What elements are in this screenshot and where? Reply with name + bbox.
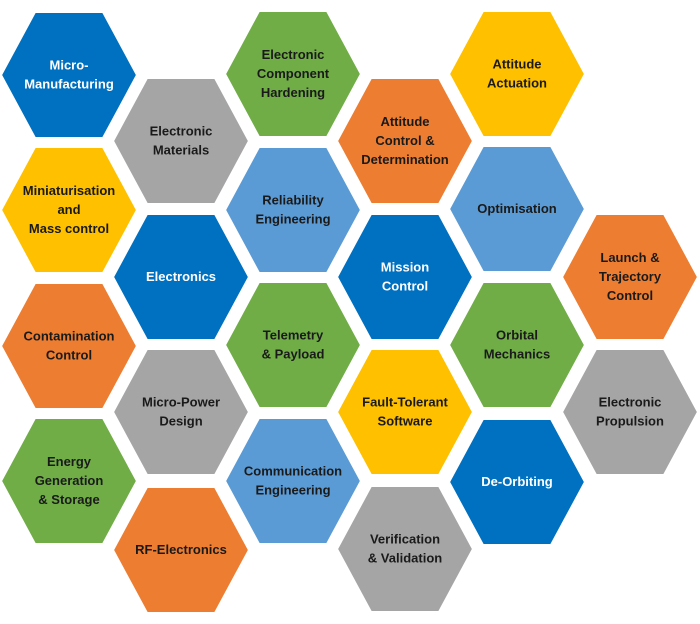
hexagon-optimisation: Optimisation xyxy=(447,145,587,273)
hexagon-label-line: Software xyxy=(378,414,433,429)
hexagon-label-line: Electronic xyxy=(150,124,213,139)
hexagon-shape xyxy=(0,282,139,410)
hexagon-shape xyxy=(447,418,587,546)
hexagon-shape xyxy=(335,348,475,476)
hexagon-label-line: & Validation xyxy=(368,551,442,566)
hexagon-label-line: Mechanics xyxy=(484,347,550,362)
hexagon-label-line: RF-Electronics xyxy=(135,542,227,557)
hexagon-shape xyxy=(223,281,363,409)
hexagon-label-line: Communication xyxy=(244,464,342,479)
hexagon-label-line: Actuation xyxy=(487,76,547,91)
hexagon-shape xyxy=(335,77,475,205)
hexagon-label-line: Mission xyxy=(381,260,429,275)
hexagon-label-line: Attitude xyxy=(380,114,429,129)
hexagon-telemetry-payload: Telemetry & Payload xyxy=(223,281,363,409)
hexagon-label-line: Determination xyxy=(361,152,448,167)
hexagon-label-line: De-Orbiting xyxy=(481,474,553,489)
hexagon-shape xyxy=(223,10,363,138)
hexagon-shape xyxy=(223,417,363,545)
hexagon-label-line: Manufacturing xyxy=(24,77,114,92)
hexagon-shape xyxy=(447,10,587,138)
hexagon-label-line: Electronic xyxy=(599,395,662,410)
hexagon-label-line: Materials xyxy=(153,143,209,158)
hexagon-label-line: and xyxy=(57,202,80,217)
hexagon-label-line: Hardening xyxy=(261,85,325,100)
hexagon-label-line: & Payload xyxy=(262,347,325,362)
hexagon-label-line: Miniaturisation xyxy=(23,183,116,198)
hexagon-shape xyxy=(0,11,139,139)
hexagon-label-line: Propulsion xyxy=(596,414,664,429)
hexagon-label-line: Micro-Power xyxy=(142,395,220,410)
hexagon-label-line: Control xyxy=(46,348,92,363)
hexagon-label-line: Optimisation xyxy=(477,201,557,216)
hexagon-shape xyxy=(335,213,475,341)
hexagon-de-orbiting: De-Orbiting xyxy=(447,418,587,546)
hexagon-label-line: Generation xyxy=(35,473,104,488)
hexagon-label-line: Trajectory xyxy=(599,269,662,284)
hexagon-label-line: Fault-Tolerant xyxy=(362,395,448,410)
hexagon-shape xyxy=(111,486,251,614)
hexagon-label-line: Telemetry xyxy=(263,328,324,343)
hexagon-shape xyxy=(560,348,700,476)
hexagon-label-line: Attitude xyxy=(492,57,541,72)
hexagon-shape xyxy=(111,77,251,205)
hexagon-label-line: Control xyxy=(607,288,653,303)
hexagon-label-line: Energy xyxy=(47,454,92,469)
hexagon-label-line: Control & xyxy=(375,133,434,148)
hexagon-verification-validation: Verification & Validation xyxy=(335,485,475,613)
hexagon-label-line: Engineering xyxy=(255,212,330,227)
hexagon-rf-electronics: RF-Electronics xyxy=(111,486,251,614)
hexagon-label-line: Control xyxy=(382,279,428,294)
hexagon-shape xyxy=(111,348,251,476)
hexagon-shape xyxy=(560,213,700,341)
hexagon-label-line: & Storage xyxy=(38,492,99,507)
hexagon-label-line: Orbital xyxy=(496,328,538,343)
hexagon-shape xyxy=(0,146,139,274)
hexagon-shape xyxy=(0,417,139,545)
hexagon-micro-manufacturing: Micro- Manufacturing xyxy=(0,11,139,139)
hexagon-shape xyxy=(447,281,587,409)
hexagon-label-line: Electronic xyxy=(262,47,325,62)
hexagon-label-line: Design xyxy=(159,414,202,429)
hexagon-shape xyxy=(223,146,363,274)
hexagon-label-line: Electronics xyxy=(146,269,216,284)
hexagon-electronics: Electronics xyxy=(111,213,251,341)
hexagon-label-line: Micro- xyxy=(50,58,89,73)
hexagon-label-line: Contamination xyxy=(24,329,115,344)
hexagon-label-line: Reliability xyxy=(262,193,324,208)
hexagon-label-line: Component xyxy=(257,66,330,81)
hexagon-shape xyxy=(111,213,251,341)
hexagon-label-line: Engineering xyxy=(255,483,330,498)
hexagon-label-line: Launch & xyxy=(600,250,659,265)
hexagon-shape xyxy=(335,485,475,613)
hexagon-label-line: Verification xyxy=(370,532,440,547)
hexagon-shape xyxy=(447,145,587,273)
hexagon-label-line: Mass control xyxy=(29,221,109,236)
